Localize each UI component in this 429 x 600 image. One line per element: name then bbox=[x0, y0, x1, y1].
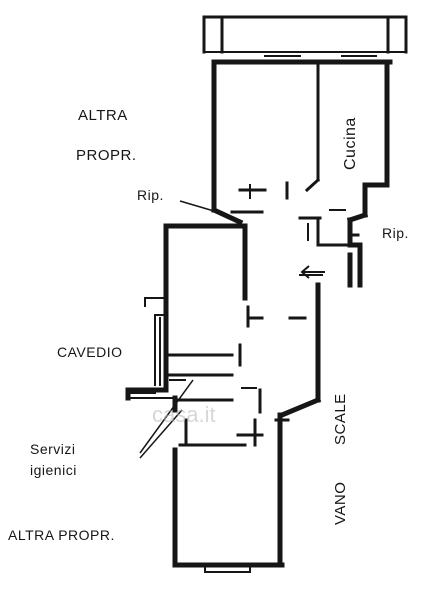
label-servizi: Servizi bbox=[30, 441, 76, 457]
stair-marks bbox=[274, 233, 360, 422]
bottom-window bbox=[204, 564, 251, 573]
rip-leader-line bbox=[179, 200, 225, 215]
label-altra-top-1: ALTRA bbox=[78, 107, 128, 124]
label-scale: SCALE bbox=[332, 393, 349, 445]
top-balcony bbox=[202, 15, 408, 54]
label-rip-right: Rip. bbox=[382, 225, 409, 241]
label-cucina: Cucina bbox=[342, 117, 359, 170]
label-altra-bottom: ALTRA PROPR. bbox=[8, 527, 115, 543]
label-cavedio: CAVEDIO bbox=[57, 344, 123, 360]
label-igienici: igienici bbox=[30, 462, 77, 478]
entry-arrow-icon bbox=[300, 265, 325, 279]
cavedio-details bbox=[127, 297, 176, 399]
door-marks bbox=[169, 184, 346, 389]
watermark: casa.it bbox=[152, 402, 216, 427]
label-rip-left: Rip. bbox=[137, 187, 164, 203]
label-altra-top-2: PROPR. bbox=[76, 147, 137, 164]
servizi-leader-lines bbox=[139, 379, 194, 459]
label-vano: VANO bbox=[332, 481, 349, 525]
interior-walls bbox=[164, 60, 352, 447]
